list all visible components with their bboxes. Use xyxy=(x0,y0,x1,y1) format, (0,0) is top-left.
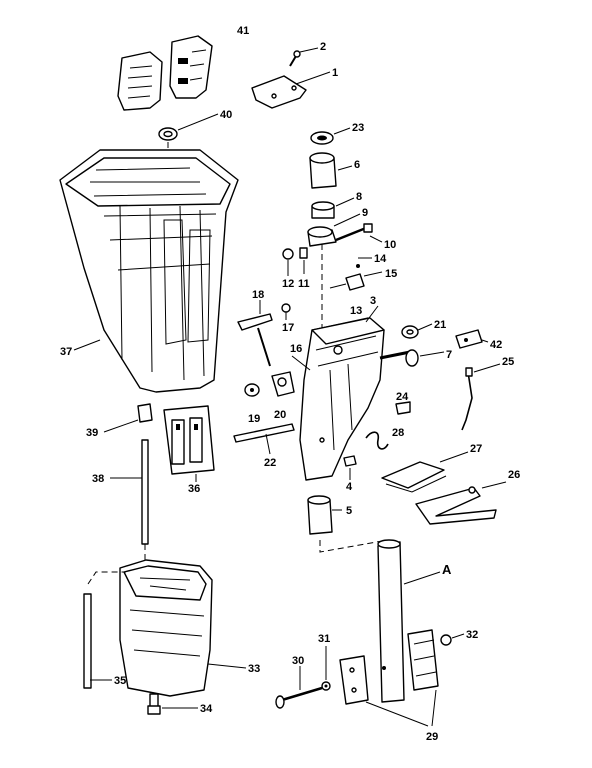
callout-8: 8 xyxy=(356,191,362,203)
callout-39: 39 xyxy=(86,427,98,439)
callout-33: 33 xyxy=(248,663,260,675)
callout-34: 34 xyxy=(200,703,213,715)
part-27-tilt-lock xyxy=(381,451,469,493)
part-35-rod xyxy=(83,593,112,689)
callout-22: 22 xyxy=(264,457,276,469)
callout-17: 17 xyxy=(282,322,294,334)
callout-38: 38 xyxy=(92,473,104,485)
callout-10: 10 xyxy=(384,239,396,251)
part-14-pin xyxy=(356,257,372,268)
callout-42: 42 xyxy=(490,339,502,351)
callout-28: 28 xyxy=(392,427,404,439)
callout-31: 31 xyxy=(318,633,330,645)
callout-14: 14 xyxy=(374,253,387,265)
part-15-knob xyxy=(329,271,383,291)
callout-9: 9 xyxy=(362,207,368,219)
callout-32: 32 xyxy=(466,629,478,641)
callout-26: 26 xyxy=(508,469,520,481)
part-7-bolt xyxy=(379,349,445,367)
callout-15: 15 xyxy=(385,268,397,280)
part-5-bushing xyxy=(307,495,342,535)
callout-25: 25 xyxy=(502,356,514,368)
callout-13: 13 xyxy=(350,305,362,317)
part-2-screw xyxy=(289,47,319,67)
part-28-spring xyxy=(365,431,389,450)
callout-23: 23 xyxy=(352,122,364,134)
callout-3: 3 xyxy=(370,295,376,307)
callout-4: 4 xyxy=(346,481,353,493)
part-32-nut xyxy=(440,633,465,646)
part-3-swivel-bracket xyxy=(299,305,385,481)
callout-37: 37 xyxy=(60,346,72,358)
part-10-bolt xyxy=(335,223,383,243)
callout-19: 19 xyxy=(248,413,260,425)
part-18-lever xyxy=(237,300,273,367)
part-31-nut xyxy=(321,646,331,691)
part-12-washer xyxy=(282,248,294,276)
part-11-spacer xyxy=(299,247,308,274)
callout-24: 24 xyxy=(396,391,409,403)
part-25-cable xyxy=(461,363,501,431)
part-42-tab xyxy=(455,329,489,349)
callout-41: 41 xyxy=(237,25,249,37)
part-4-bolt xyxy=(343,455,357,480)
part-33-lower-housing xyxy=(119,559,247,697)
callout-5: 5 xyxy=(346,505,352,517)
callout-40: 40 xyxy=(220,109,232,121)
callout-27: 27 xyxy=(470,443,482,455)
part-20-clip xyxy=(271,371,295,397)
part-6-bushing xyxy=(309,152,353,189)
callout-16: 16 xyxy=(290,343,302,355)
callout-20: 20 xyxy=(274,409,286,421)
part-34-bolt xyxy=(147,693,198,715)
part-9-clamp xyxy=(307,213,361,247)
callout-21: 21 xyxy=(434,319,446,331)
part-8-sleeve xyxy=(311,197,355,219)
callout-a: A xyxy=(442,562,452,577)
part-a-tube xyxy=(377,539,441,703)
callout-7: 7 xyxy=(446,349,452,361)
part-26-shift-lever xyxy=(415,481,507,525)
part-39-clip xyxy=(103,403,153,433)
callout-36: 36 xyxy=(188,483,200,495)
callout-11: 11 xyxy=(298,278,310,290)
part-19-washer xyxy=(244,383,260,397)
callout-18: 18 xyxy=(252,289,264,301)
part-21-washer xyxy=(401,323,433,339)
part-40-washer xyxy=(158,113,219,141)
callout-2: 2 xyxy=(320,41,326,53)
callout-35: 35 xyxy=(114,675,126,687)
part-17-washer xyxy=(281,303,291,320)
part-29-clamps xyxy=(339,629,439,727)
callout-12: 12 xyxy=(282,278,294,290)
part-37-upper-housing xyxy=(59,149,239,393)
part-41-grips xyxy=(117,35,213,111)
callout-29: 29 xyxy=(426,731,438,743)
part-36-pad xyxy=(163,405,215,482)
part-23-nut xyxy=(310,127,351,145)
callout-1: 1 xyxy=(332,67,338,79)
callout-6: 6 xyxy=(354,159,360,171)
part-24-block xyxy=(395,401,411,415)
part-1-plate xyxy=(251,71,331,109)
callout-30: 30 xyxy=(292,655,304,667)
part-38-rod xyxy=(110,439,149,545)
part-16-pin xyxy=(291,355,311,371)
part-30-bolt xyxy=(275,666,323,709)
part-22-pin xyxy=(233,423,295,455)
